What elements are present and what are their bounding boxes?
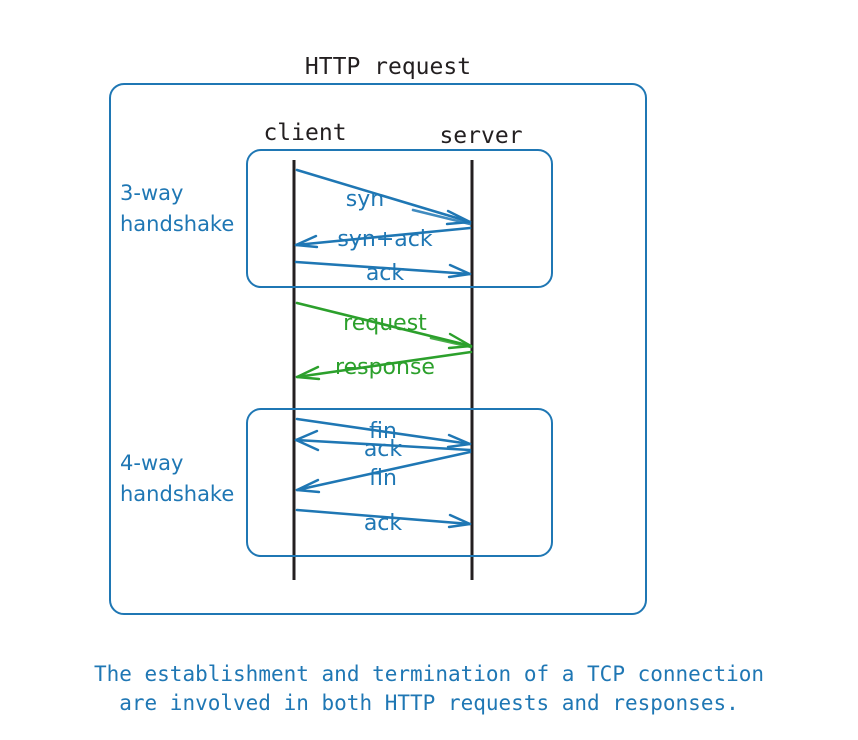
group-label-three-way-line2: handshake xyxy=(120,212,234,236)
message-label-fin-2: fin xyxy=(369,466,397,491)
message-label-ack-handshake4-2: ack xyxy=(364,511,403,536)
message-arrow-fin-2 xyxy=(295,450,472,494)
message-label-ack-handshake3: ack xyxy=(366,261,405,286)
actor-label-client: client xyxy=(263,120,346,146)
message-arrow-fin-1 xyxy=(295,417,472,449)
message-arrow-ack-handshake4-1 xyxy=(294,429,472,452)
diagram-title: HTTP request xyxy=(305,54,471,80)
group-label-four-way-line2: handshake xyxy=(120,482,234,506)
message-arrow-syn-ack xyxy=(294,226,472,249)
group-label-three-way-line1: 3-way xyxy=(120,181,183,205)
group-label-four-way-line1: 4-way xyxy=(120,451,183,475)
message-label-response: response xyxy=(335,355,435,380)
message-label-syn-ack: syn+ack xyxy=(337,227,432,252)
message-arrow-syn xyxy=(295,168,472,226)
message-label-fin-1: fin xyxy=(369,419,397,444)
message-label-request: request xyxy=(343,311,427,336)
message-label-syn: syn xyxy=(346,187,384,212)
outer-http-request-box xyxy=(109,83,647,615)
caption-line-1: The establishment and termination of a T… xyxy=(94,662,764,686)
message-label-ack-handshake4-1: ack xyxy=(364,437,403,462)
message-arrow-request xyxy=(295,301,473,350)
caption-line-2: are involved in both HTTP requests and r… xyxy=(119,691,739,715)
message-arrow-ack-handshake3 xyxy=(294,260,472,279)
group-box-four-way-handshake xyxy=(246,408,553,557)
actor-label-server: server xyxy=(439,123,522,149)
message-arrow-ack-handshake4-2 xyxy=(295,508,472,529)
group-box-three-way-handshake xyxy=(246,149,553,288)
message-arrow-response xyxy=(295,350,473,381)
